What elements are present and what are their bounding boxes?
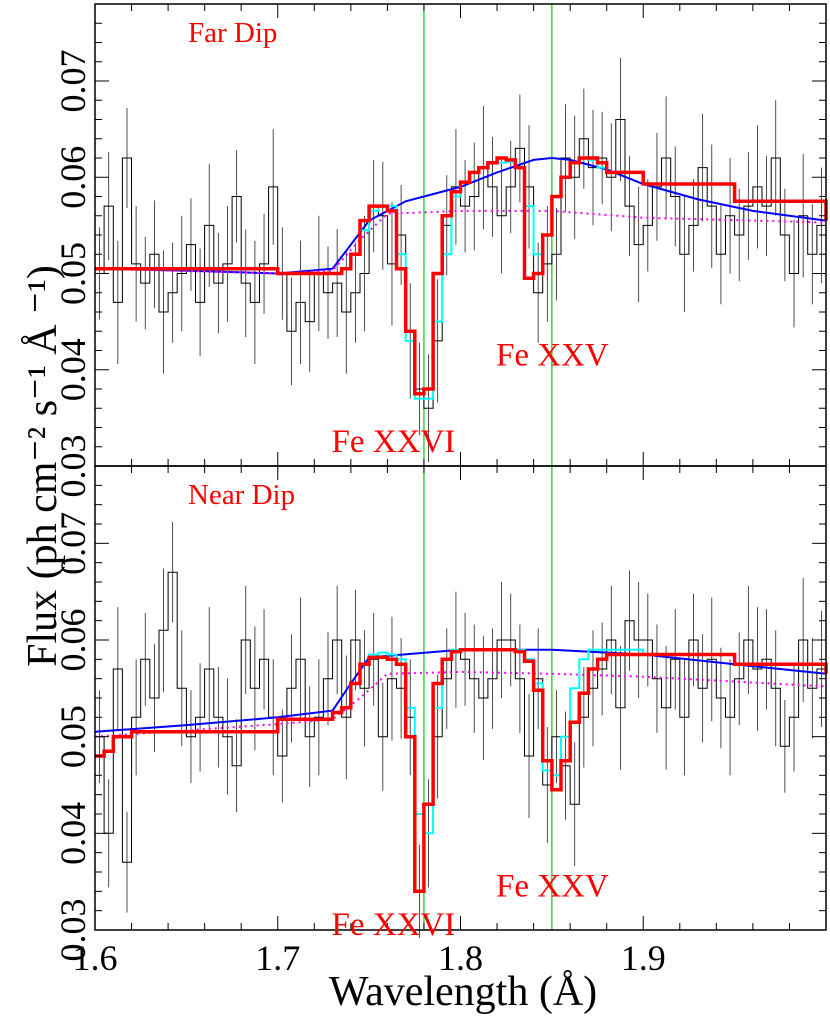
line-annotation: Fe XXVI: [332, 907, 456, 943]
y-tick-label: 0.05: [53, 705, 93, 768]
dotted-line: [94, 670, 827, 738]
panel-title: Far Dip: [188, 17, 277, 49]
x-tick-label: 1.8: [438, 938, 483, 978]
red-model-line: [95, 156, 828, 396]
near-dip-panel: 0.03 0.04 0.05 0.06 0.07 Near Dip Fe XXVI Fe XX…: [53, 465, 828, 978]
data-histogram-line: [95, 119, 826, 409]
x-axis-title: Wavelength (Å): [329, 969, 597, 1015]
line-annotation: Fe XXV: [496, 337, 609, 373]
x-tick-label: 1.9: [621, 938, 666, 978]
far-dip-panel: 0.03 0.04 0.05 0.06 0.07 Far Dip Fe XXVI Fe XXV: [53, 3, 828, 498]
axis-labels: Wavelength (Å) Flux (ph cm⁻² s⁻¹ Å ⁻¹): [20, 265, 597, 1015]
y-tick-label: 0.03: [53, 899, 93, 962]
y-tick-label: 0.07: [53, 50, 93, 113]
y-tick-label: 0.05: [53, 242, 93, 305]
y-tick-label: 0.04: [53, 802, 93, 865]
y-tick-label: 0.04: [53, 338, 93, 401]
y-tick-label: 0.07: [53, 512, 93, 575]
line-annotation: Fe XXVI: [332, 424, 456, 460]
x-tick-label: 1.6: [73, 938, 118, 978]
red-model-line: [95, 647, 828, 894]
y-tick-label: 0.03: [53, 435, 93, 498]
line-annotation: Fe XXV: [496, 869, 609, 905]
y-tick-label: 0.06: [53, 146, 93, 209]
x-tick-label: 1.7: [255, 938, 300, 978]
y-axis-title: Flux (ph cm⁻² s⁻¹ Å ⁻¹): [20, 265, 66, 667]
panel-title: Near Dip: [188, 479, 295, 511]
y-tick-label: 0.06: [53, 609, 93, 672]
